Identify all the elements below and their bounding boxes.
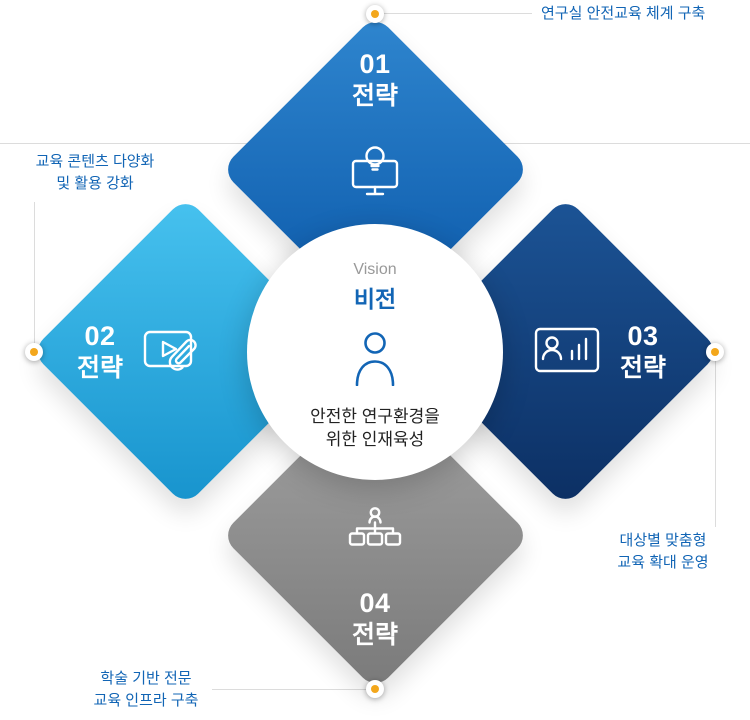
strategy-04-label: 전략 [351, 621, 398, 649]
callout-dot-bottom [366, 680, 384, 698]
callout-right-line-1: 대상별 맞춤형 [619, 532, 707, 549]
strategy-03-content: 03 전략 [505, 311, 695, 393]
strategy-03-number: 03 [627, 321, 659, 351]
callout-right-text: 대상별 맞춤형 교육 확대 운영 [598, 530, 728, 574]
vision-label-en: Vision [353, 261, 397, 278]
connector-line-left [34, 202, 35, 344]
callout-bottom-line-1: 학술 기반 전문 [100, 670, 192, 687]
callout-bottom-line-2: 교육 인프라 구축 [93, 692, 199, 709]
strategy-01-label: 전략 [351, 82, 398, 110]
strategy-02-number: 02 [84, 321, 116, 351]
callout-left-text: 교육 콘텐츠 다양화 및 활용 강화 [15, 151, 175, 195]
callout-right-line-2: 교육 확대 운영 [617, 554, 709, 571]
callout-left-line-2: 및 활용 강화 [56, 175, 134, 192]
org-hierarchy-icon [346, 506, 404, 555]
callout-dot-right [706, 343, 724, 361]
strategy-02-label: 전략 [76, 354, 123, 382]
callout-top-line-1: 연구실 안전교육 체계 구축 [541, 5, 706, 22]
vision-circle: Vision 비전 안전한 연구환경을 위한 인재육성 [247, 224, 503, 480]
strategy-01-content: 01 전략 [285, 48, 465, 205]
vision-description-line-1: 안전한 연구환경을 [310, 407, 440, 426]
strategy-04-number: 04 [359, 588, 391, 618]
vision-description: 안전한 연구환경을 위한 인재육성 [310, 405, 440, 451]
vision-label-ko: 비전 [353, 286, 397, 312]
callout-dot-left [25, 343, 43, 361]
strategy-04-content: 04 전략 [285, 506, 465, 651]
callout-left-line-1: 교육 콘텐츠 다양화 [35, 153, 155, 170]
strategy-01-number: 01 [359, 49, 391, 79]
connector-line-top [384, 13, 532, 14]
callout-bottom-text: 학술 기반 전문 교육 인프라 구축 [66, 668, 226, 712]
strategy-02-content: 02 전략 [48, 311, 238, 393]
strategy-03-label: 전략 [619, 354, 666, 382]
callout-top-text: 연구실 안전교육 체계 구축 [541, 3, 705, 25]
video-paperclip-icon [143, 323, 209, 382]
connector-line-bottom [212, 689, 366, 690]
person-chart-icon [534, 324, 600, 381]
callout-dot-top [366, 5, 384, 23]
monitor-lightbulb-icon [344, 138, 406, 205]
person-icon [352, 330, 398, 391]
vision-description-line-2: 위한 인재육성 [325, 430, 425, 449]
connector-line-right [715, 361, 716, 527]
